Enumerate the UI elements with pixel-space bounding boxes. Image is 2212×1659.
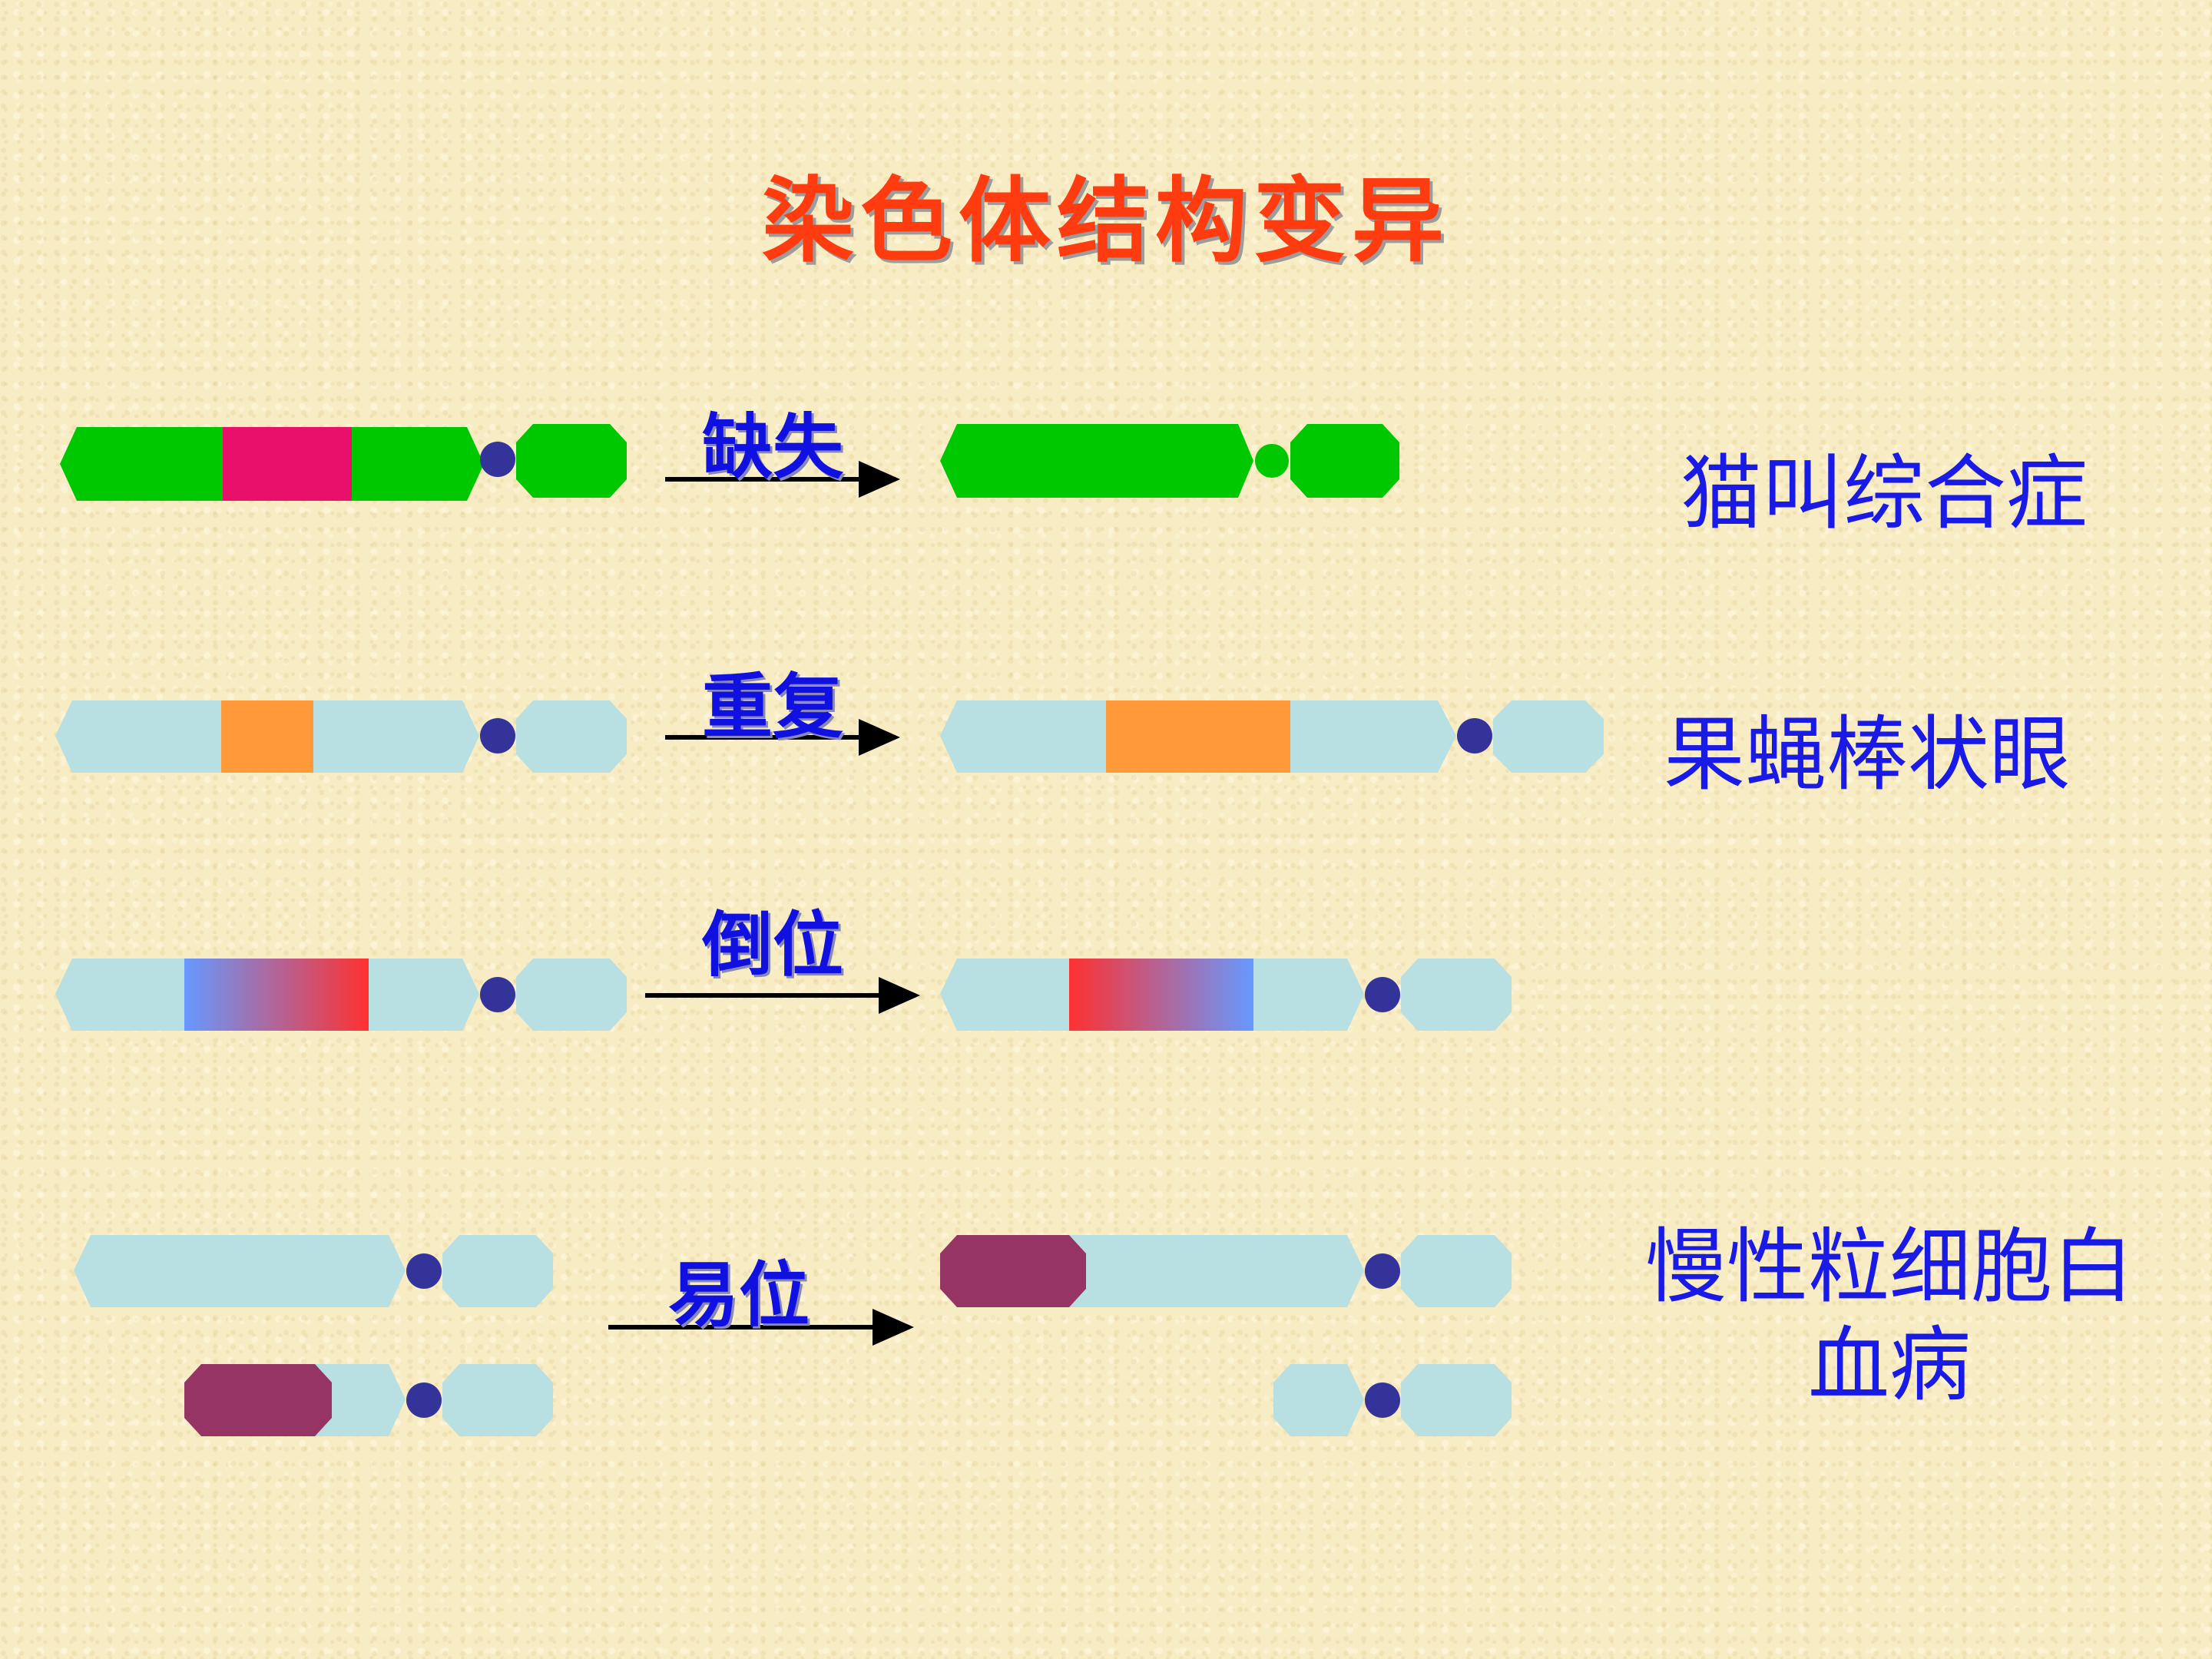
duplication-result-chromosome: [940, 700, 1604, 773]
deletion-original-chromosome: [60, 424, 627, 501]
chromosome-short-arm: [516, 424, 627, 498]
chromosome-short-arm: [1493, 700, 1604, 773]
centromere: [1457, 718, 1492, 753]
page-title: 染色体结构变异: [762, 168, 1450, 275]
centromere: [1365, 1253, 1400, 1289]
chromosome-long-arm: [1273, 1364, 1364, 1436]
chromosome-short-arm: [442, 1364, 553, 1436]
inversion-original-chromosome: [55, 959, 627, 1031]
label-inversion: 倒位: [702, 904, 844, 986]
chromosome-short-arm: [1290, 424, 1399, 498]
translocation-result-chromosome-1: [940, 1235, 1512, 1307]
chromosome-short-arm: [1401, 1364, 1512, 1436]
chromosome-long-arm: [940, 424, 1253, 498]
translocated-segment: [184, 1364, 332, 1436]
disorder-cml: 慢性粒细胞白血病: [1645, 1220, 2134, 1412]
label-deletion: 缺失: [702, 406, 844, 488]
disorder-bar-eye: 果蝇棒状眼: [1664, 707, 2071, 802]
inverted-segment: [1069, 959, 1253, 1031]
centromere: [1365, 1382, 1400, 1418]
chromosome-short-arm: [1401, 1235, 1512, 1307]
chromosome-short-arm: [516, 959, 627, 1031]
disorder-cri-du-chat: 猫叫综合症: [1681, 446, 2088, 541]
centromere: [480, 442, 515, 477]
label-translocation: 易位: [668, 1254, 810, 1336]
centromere: [480, 718, 515, 753]
translocation-original-chromosome-2: [184, 1364, 553, 1436]
translocated-segment: [940, 1235, 1086, 1307]
inverted-segment: [184, 959, 369, 1031]
label-duplication: 重复: [702, 666, 844, 748]
centromere: [406, 1253, 442, 1289]
duplicated-segment: [1106, 700, 1290, 773]
centromere: [1255, 444, 1289, 478]
chromosome-short-arm: [442, 1235, 553, 1307]
chromosome-long-arm: [74, 1235, 406, 1307]
centromere: [406, 1382, 442, 1418]
deleted-segment: [223, 427, 352, 501]
centromere: [480, 977, 515, 1012]
inversion-result-chromosome: [940, 959, 1512, 1031]
deletion-result-chromosome: [940, 424, 1399, 498]
centromere: [1365, 977, 1400, 1012]
translocation-original-chromosome-1: [74, 1235, 553, 1307]
translocation-result-chromosome-2: [1273, 1364, 1512, 1436]
chromosome-short-arm: [516, 700, 627, 773]
duplication-original-chromosome: [55, 700, 627, 773]
duplicated-segment: [221, 700, 313, 773]
chromosome-short-arm: [1401, 959, 1512, 1031]
